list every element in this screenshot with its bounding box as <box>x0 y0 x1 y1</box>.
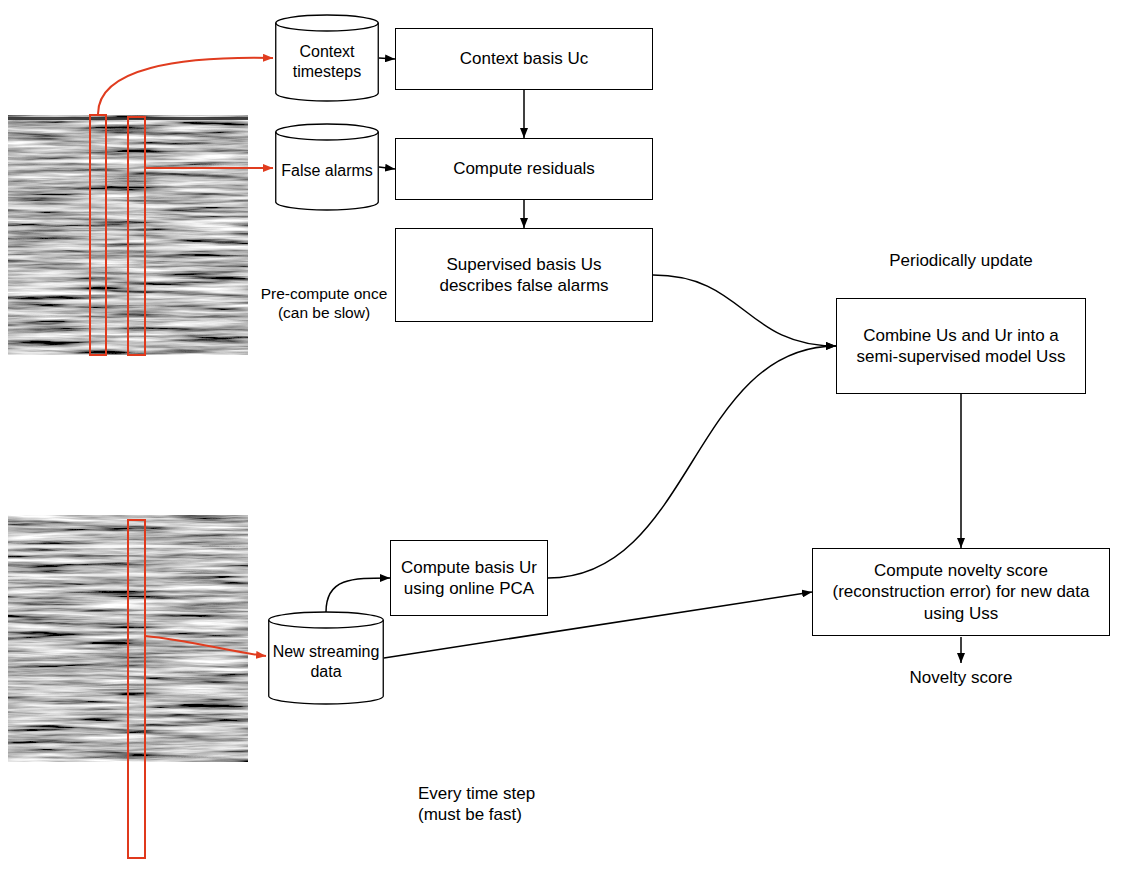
red-arrow <box>145 636 266 656</box>
process-box: Compute residuals <box>395 138 653 200</box>
region-fill <box>68 0 612 417</box>
connector-arrow <box>379 58 395 59</box>
connector-arrow <box>326 578 390 612</box>
store-label: New streaming data <box>270 642 382 682</box>
node-text-group: Context basis Uc <box>460 48 589 69</box>
store-label: False alarms <box>281 161 373 181</box>
selection-rect <box>128 117 145 355</box>
node-text-group: False alarms <box>281 161 373 181</box>
connector-arrow <box>653 275 836 346</box>
database-cylinder: New streaming data <box>268 612 384 704</box>
connector-arrow <box>379 167 395 169</box>
connector-arrow <box>523 200 525 228</box>
region-label-holder: Periodically update <box>861 250 1061 271</box>
region-blob: Pre-compute once (can be slow) Context ti… <box>68 0 612 417</box>
region-label: Pre-compute once (can be slow) <box>254 284 394 323</box>
cylinder-rim <box>276 23 379 31</box>
cylinder-rim <box>269 620 384 628</box>
selection-rect <box>90 115 106 355</box>
output-arrow <box>960 637 962 663</box>
connector-arrow <box>960 394 962 548</box>
box-label: Compute residuals <box>453 158 595 179</box>
database-cylinder: False alarms <box>275 124 379 210</box>
red-arrow <box>98 58 273 114</box>
box-label: Context basis Uc <box>460 48 589 69</box>
store-label: Context timesteps <box>277 42 377 82</box>
box-label: Combine Us and Ur into a semi-supervised… <box>845 325 1077 368</box>
spectrogram-image <box>8 115 248 355</box>
region-label: Every time step (must be fast) <box>418 783 553 826</box>
cylinder-rim <box>276 132 379 140</box>
node-text-group: Compute residuals <box>453 158 595 179</box>
free-label-holder: Novelty score <box>861 667 1061 688</box>
connector-arrow <box>523 90 525 138</box>
region-label: Periodically update <box>861 250 1061 271</box>
region-fill <box>130 560 560 882</box>
process-box: Context basis Uc <box>395 28 653 90</box>
node-text-group: Compute basis Ur using online PCA <box>394 557 544 600</box>
box-label: Supervised basis Us describes false alar… <box>434 254 614 297</box>
node-text-group: Context timesteps <box>277 42 377 82</box>
region-label-holder: Pre-compute once (can be slow) <box>254 284 394 323</box>
process-box: Combine Us and Ur into a semi-supervised… <box>836 298 1086 394</box>
cylinder-body <box>276 124 379 210</box>
selection-rect <box>128 520 145 858</box>
cylinder-body <box>269 612 384 704</box>
output-label: Novelty score <box>861 667 1061 688</box>
box-label: Compute basis Ur using online PCA <box>394 557 544 600</box>
connector-arrow <box>548 346 836 578</box>
node-text-group: New streaming data <box>270 642 382 682</box>
node-text-group: Compute novelty score (reconstruction er… <box>830 560 1092 624</box>
process-box: Compute novelty score (reconstruction er… <box>812 548 1110 636</box>
database-cylinder: Context timesteps <box>275 15 379 101</box>
region-label-holder: Every time step (must be fast) <box>418 783 553 826</box>
red-arrow <box>145 167 273 169</box>
region-fill <box>809 216 1113 520</box>
node-text-group: Supervised basis Us describes false alar… <box>434 254 614 297</box>
process-box: Compute basis Ur using online PCA <box>390 540 548 616</box>
process-box: Supervised basis Us describes false alar… <box>395 228 653 322</box>
box-label: Compute novelty score (reconstruction er… <box>830 560 1092 624</box>
region-blob: Periodically updateCombine Us and Ur int… <box>809 216 1113 520</box>
node-text-group: Combine Us and Ur into a semi-supervised… <box>845 325 1077 368</box>
cylinder-body <box>276 15 379 101</box>
